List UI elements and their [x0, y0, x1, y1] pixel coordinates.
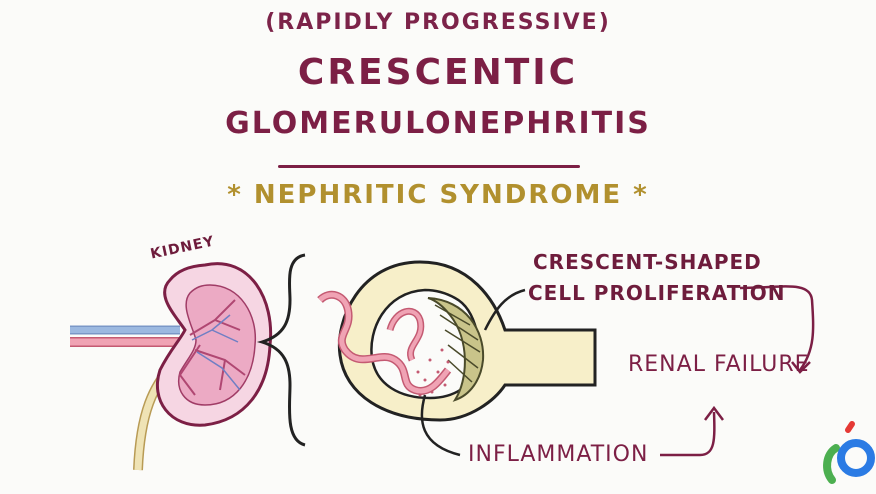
- title-line-2: GLOMERULONEPHRITIS: [225, 106, 651, 141]
- title-divider: [278, 165, 580, 168]
- crescent-label-line-1: CRESCENT-SHAPED: [533, 250, 762, 274]
- bracket: [256, 253, 306, 447]
- arrowhead-renal: [791, 361, 811, 374]
- arrow-to-renal-failure: [739, 285, 815, 371]
- subtitle: (RAPIDLY PROGRESSIVE): [265, 10, 611, 35]
- crescent-pointer: [483, 288, 526, 331]
- title-line-1: CRESCENTIC: [297, 52, 579, 93]
- inflammation-label: INFLAMMATION: [468, 442, 649, 467]
- inflammation-pointer: [420, 394, 461, 457]
- arrowhead-up: [704, 405, 724, 421]
- arrow-inflammation-to-renal: [660, 411, 716, 457]
- crescent-label-line-2: CELL PROLIFERATION: [528, 281, 786, 305]
- glomerulus: [317, 260, 597, 422]
- brand-logo-icon[interactable]: [818, 418, 876, 494]
- syndrome-heading: * NEPHRITIC SYNDROME *: [227, 180, 649, 210]
- inflammation-dots: [416, 348, 450, 397]
- kidney: [155, 262, 273, 427]
- renal-failure-label: RENAL FAILURE: [628, 352, 810, 377]
